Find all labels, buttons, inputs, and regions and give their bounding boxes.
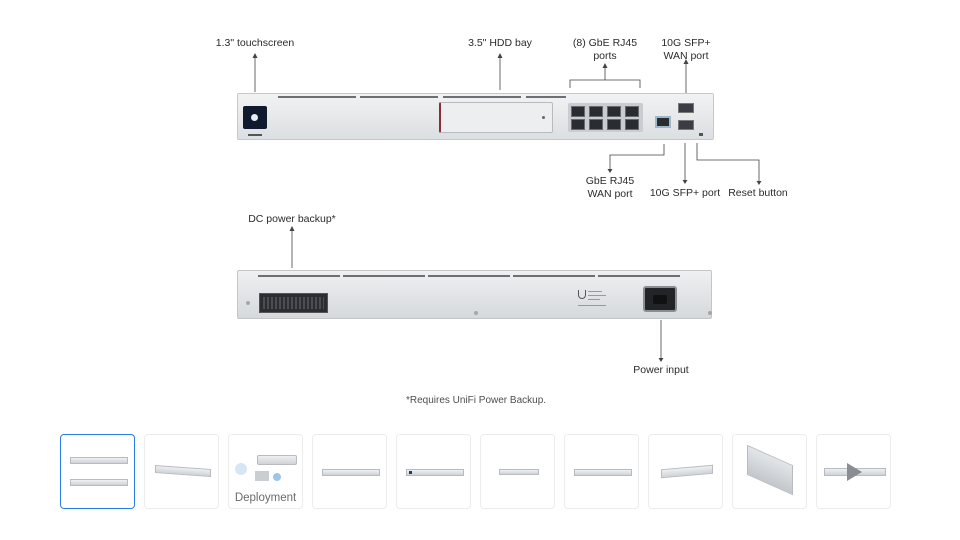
hdd-bay-label: 3.5" HDD bay <box>468 37 532 49</box>
dc-power-backup-label: DC power backup* <box>248 213 336 225</box>
footnote: *Requires UniFi Power Backup. <box>405 395 547 406</box>
thumbnail-7[interactable] <box>564 434 639 509</box>
hdd-bay <box>439 102 553 133</box>
thumbnail-6[interactable] <box>480 434 555 509</box>
gbe-wan-port <box>655 116 671 128</box>
touchscreen-label: 1.3" touchscreen <box>215 37 295 49</box>
gbe-port-block <box>568 103 643 132</box>
thumbnail-2[interactable] <box>144 434 219 509</box>
sfp-wan-port <box>678 103 694 113</box>
thumbnail-8[interactable] <box>648 434 723 509</box>
device-back-panel <box>237 270 712 319</box>
ubiquiti-logo-icon <box>578 290 586 299</box>
reset-button <box>699 133 703 136</box>
power-input-socket <box>643 286 677 312</box>
device-front-panel <box>237 93 714 140</box>
sfp-wan-label: 10G SFP+WAN port <box>661 37 711 62</box>
sfp-port <box>678 120 694 130</box>
thumbnail-3[interactable]: Deployment <box>228 434 303 509</box>
thumbnail-1[interactable] <box>60 434 135 509</box>
sfp-port-label: 10G SFP+ port <box>649 187 721 199</box>
touchscreen <box>243 106 267 129</box>
thumbnail-5[interactable] <box>396 434 471 509</box>
dc-power-connector <box>259 293 328 313</box>
power-input-label: Power input <box>633 364 689 376</box>
thumbnail-9[interactable] <box>732 434 807 509</box>
thumbnail-4[interactable] <box>312 434 387 509</box>
thumbnail-10[interactable] <box>816 434 891 509</box>
play-icon <box>847 463 862 481</box>
thumbnail-caption: Deployment <box>234 492 297 504</box>
thumbnail-gallery: Deployment <box>60 432 900 510</box>
reset-button-label: Reset button <box>728 187 788 199</box>
